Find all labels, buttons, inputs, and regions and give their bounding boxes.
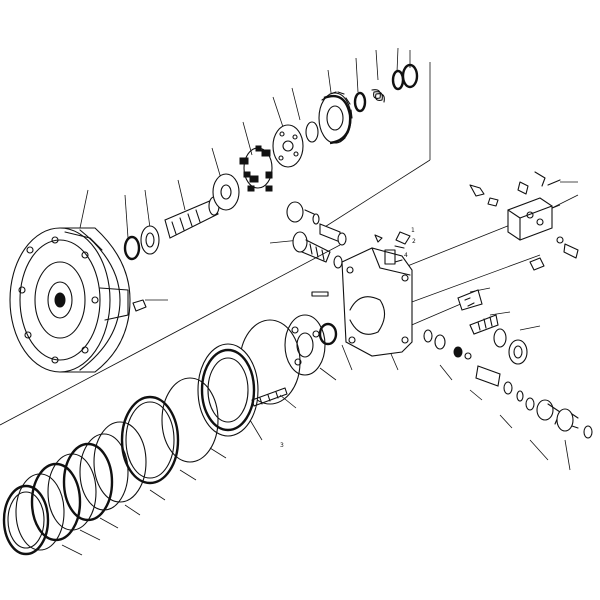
ref-label-d: 4 [404,252,408,259]
brake-components [120,314,338,485]
thrust-plate [212,173,240,211]
main-housing [9,227,147,373]
leader-lines [61,47,579,556]
retainer-plate [272,124,304,168]
valve-block [374,171,579,271]
top-rings [353,63,419,113]
piston-assembly [239,145,273,192]
ref-label-b: 2 [412,238,416,245]
ref-label-c: 3 [280,442,284,449]
relief-valve-parts [423,289,593,439]
valve-parts [286,201,347,297]
ref-label-a: 1 [411,227,415,234]
cylinder-block [305,91,353,145]
ring-stack [2,421,147,556]
end-cover [341,247,413,357]
drive-shaft [123,196,220,261]
reference-labels: 1 2 3 4 [280,227,416,449]
